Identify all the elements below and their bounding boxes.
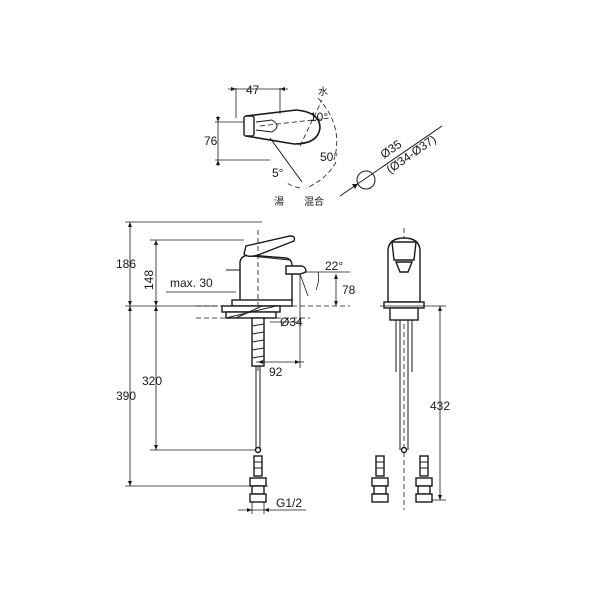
dim-432-label: 432 [430, 399, 450, 413]
axis-center [259, 117, 331, 127]
plate-hatch-1 [225, 305, 277, 319]
connector-left-nut-mid [373, 485, 387, 495]
arrow-390-top [128, 306, 132, 311]
arrow-78-bottom [334, 301, 338, 306]
cold-direction-line [299, 99, 323, 147]
side-view: 186 390 148 320 max. 30 22° [116, 221, 356, 514]
front-mount [389, 307, 419, 321]
arc-cold [317, 97, 338, 161]
arc-mix [305, 161, 337, 189]
connector-left-nut-bottom [371, 493, 389, 503]
mount-diameter-label: Ø34 [280, 315, 303, 329]
connection-label: G1/2 [276, 496, 302, 510]
hose-fitting [253, 455, 263, 477]
front-base [383, 301, 425, 309]
lever-top-outline [245, 109, 321, 145]
thread-3 [251, 339, 265, 343]
lever-detail-curve [271, 119, 278, 133]
g12-arrow-right [264, 508, 269, 512]
hose-nut-top [249, 477, 267, 487]
arrow-78-top [334, 274, 338, 279]
max-deck-label: max. 30 [170, 276, 213, 290]
connector-left-fitting [375, 455, 385, 477]
thread-1 [251, 323, 265, 327]
g12-arrow-left [247, 508, 252, 512]
arrow-186-top [128, 222, 132, 227]
arrow-186-bottom [128, 301, 132, 306]
dim-320-label: 320 [142, 374, 162, 388]
mount-plate-bottom [225, 311, 277, 319]
faucet-base [231, 299, 293, 307]
angle-hot-label: 5° [272, 166, 284, 180]
dim-76-label: 76 [204, 134, 218, 148]
arrow-432-bottom [438, 495, 442, 500]
angle-cold-label: 10° [310, 110, 328, 124]
dim-148-label: 148 [142, 270, 156, 290]
arrow-432-top [438, 306, 442, 311]
connector-right-nut-top [415, 477, 433, 487]
thread-2 [251, 331, 265, 335]
dim-76-arrow-top [216, 117, 220, 122]
spout-angle-arc [315, 271, 320, 291]
lever-detail-bottom [255, 129, 273, 133]
label-hot: 湯 [274, 195, 284, 208]
hole-leader-arrow [352, 184, 358, 189]
connector-right-fitting [419, 455, 429, 477]
label-cold: 水 [318, 86, 328, 98]
lever-detail-top [255, 119, 273, 123]
label-mix: 混合 [304, 195, 324, 208]
lever-swing-line [269, 137, 303, 183]
hose-joint [254, 446, 262, 454]
front-lever [391, 241, 417, 261]
plate-hatch-2 [235, 305, 263, 319]
arrow-92-right [295, 360, 300, 364]
faucet-spout [285, 265, 307, 275]
thread-5 [251, 355, 265, 359]
spout-angle-label: 22° [325, 259, 343, 273]
arrow-148-top [154, 240, 158, 245]
top-view: 47 76 水 10° 50° 5° 湯 混合 [204, 83, 338, 208]
dim-78-label: 78 [342, 283, 356, 297]
dim-47-arrow-right [280, 87, 285, 91]
hole-circle [356, 170, 376, 190]
thread-4 [251, 347, 265, 351]
faucet-lever [243, 235, 296, 257]
body-top-edge [249, 255, 291, 261]
connector-right-nut-bottom [415, 493, 433, 503]
faucet-body [239, 254, 293, 303]
front-spout [394, 261, 414, 273]
dim-92-label: 92 [269, 365, 283, 379]
connector-right-nut-mid [417, 485, 431, 495]
hose-nut-mid [251, 485, 265, 495]
front-connector-right [415, 455, 433, 503]
angle-mix-label: 50° [320, 150, 338, 164]
connector-left-nut-top [371, 477, 389, 487]
lever-cap [243, 115, 255, 137]
hose-nut-bottom [249, 493, 267, 503]
arrow-320-bottom [154, 445, 158, 450]
arrow-148-bottom [154, 301, 158, 306]
front-view: 432 [371, 228, 450, 510]
arrow-92-left [258, 360, 263, 364]
hole-detail: Ø35 (Ø34-Ø37) [339, 125, 443, 197]
arc-hot [285, 181, 301, 189]
dim-186-label: 186 [116, 257, 136, 271]
front-connector-left [371, 455, 389, 503]
arrow-320-top [154, 306, 158, 311]
dim-47-arrow-left [231, 87, 236, 91]
spout-flow-line [299, 273, 309, 297]
dim-47-label: 47 [246, 83, 260, 97]
arrow-390-bottom [128, 481, 132, 486]
dim-76-arrow-bottom [216, 160, 220, 165]
front-hose-joint [400, 446, 408, 454]
dim-390-label: 390 [116, 389, 136, 403]
